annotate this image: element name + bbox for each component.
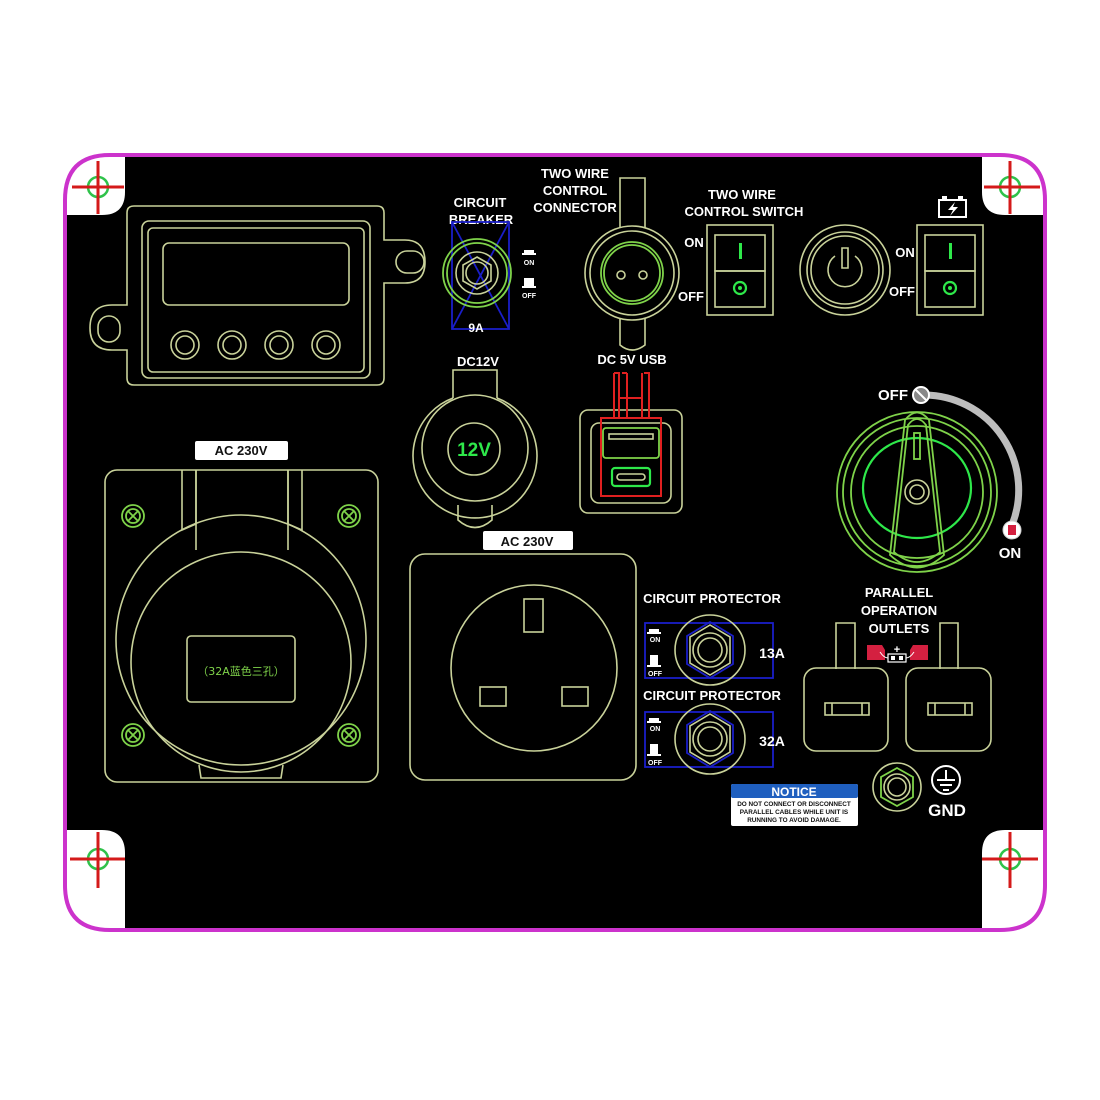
dc12v-socket[interactable]: DC12V 12V: [412, 354, 538, 529]
registration-mark-bl: [70, 832, 125, 888]
breaker-off-icon: [522, 278, 536, 288]
display-button-4[interactable]: [311, 330, 341, 360]
protector-2-rating: 32A: [759, 733, 785, 749]
circuit-breaker-title-1: CIRCUIT: [454, 195, 507, 210]
power-button[interactable]: [799, 224, 891, 316]
protector-1-on: ON: [650, 637, 661, 644]
engine-switch-arc: [924, 391, 1023, 527]
battery-charge-icon: [938, 196, 967, 218]
parallel-plus: +: [894, 644, 900, 656]
usb-c-port: [610, 466, 652, 488]
parallel-title-1: PARALLEL: [865, 585, 933, 600]
digital-display: [89, 205, 426, 386]
fuel-icon: [1002, 520, 1022, 540]
notice-line-3: RUNNING TO AVOID DAMAGE.: [747, 817, 841, 824]
display-button-1[interactable]: [170, 330, 200, 360]
notice-line-1: DO NOT CONNECT OR DISCONNECT: [737, 801, 851, 808]
circuit-breaker-title-2: BREAKER: [449, 212, 514, 227]
ac-left-inner-text: （32A蓝色三孔）: [197, 664, 285, 678]
protector-2-title: CIRCUIT PROTECTOR: [643, 688, 781, 703]
power-icon: [827, 247, 863, 288]
protector-2-off: OFF: [648, 760, 663, 767]
engine-off-label: OFF: [878, 387, 908, 404]
display-screen: [162, 242, 350, 306]
usb-ports[interactable]: DC 5V USB: [579, 352, 683, 514]
ac-left-tag: [195, 441, 288, 460]
ac-left-tag-text: AC 230V: [215, 443, 268, 458]
protector-1-title: CIRCUIT PROTECTOR: [643, 591, 781, 606]
two-wire-control-connector[interactable]: TWO WIRE CONTROL CONNECTOR: [533, 166, 680, 351]
screw-icon: [121, 723, 145, 747]
ac-center-tag-text: AC 230V: [501, 534, 554, 549]
switch-title-1: TWO WIRE: [708, 187, 776, 202]
screw-icon: [337, 504, 361, 528]
breaker-off-label: OFF: [522, 293, 537, 300]
circuit-protector-32a[interactable]: CIRCUIT PROTECTOR 32A ON OFF: [643, 688, 785, 775]
battery-on-label: ON: [895, 245, 915, 260]
battery-switch[interactable]: ON OFF: [889, 196, 984, 316]
engine-switch[interactable]: OFF ON: [836, 386, 1023, 573]
notice-label: NOTICE DO NOT CONNECT OR DISCONNECT PARA…: [731, 784, 858, 826]
circuit-breaker-rating: 9A: [468, 321, 484, 335]
screw-icon: [121, 504, 145, 528]
breaker-on-label: ON: [524, 260, 535, 267]
display-buttons: [170, 330, 341, 360]
display-button-2[interactable]: [217, 330, 247, 360]
usb-title: DC 5V USB: [597, 352, 666, 367]
connector-title-3: CONNECTOR: [533, 200, 617, 215]
battery-off-label: OFF: [889, 284, 915, 299]
two-wire-control-switch[interactable]: TWO WIRE CONTROL SWITCH ON OFF: [678, 187, 804, 316]
usb-a-port: [602, 427, 660, 459]
protector-1-off: OFF: [648, 671, 663, 678]
switch-off-label: OFF: [678, 289, 704, 304]
parallel-operation-outlets[interactable]: PARALLEL OPERATION OUTLETS +: [803, 585, 992, 752]
switch-title-2: CONTROL SWITCH: [685, 204, 804, 219]
circuit-protector-13a[interactable]: CIRCUIT PROTECTOR 13A ON OFF: [643, 591, 785, 686]
registration-mark-tr: [984, 161, 1040, 214]
ac-center-tag: [483, 531, 573, 550]
on-indicator-icon: [739, 243, 742, 259]
dc12v-title: DC12V: [457, 354, 499, 369]
notice-line-2: PARALLEL CABLES WHILE UNIT IS: [740, 809, 849, 816]
parallel-title-3: OUTLETS: [869, 621, 930, 636]
dc12v-socket-label: 12V: [457, 440, 491, 461]
screw-icon: [337, 723, 361, 747]
parallel-connector-icon: [867, 645, 928, 663]
circuit-breaker[interactable]: CIRCUIT BREAKER 9A ON OFF: [442, 195, 537, 335]
protector-2-on: ON: [650, 726, 661, 733]
breaker-on-icon: [522, 250, 536, 255]
registration-mark-tl: [72, 161, 124, 214]
engine-on-label: ON: [999, 545, 1022, 562]
display-button-3[interactable]: [264, 330, 294, 360]
registration-mark-br: [982, 832, 1038, 888]
protector-1-rating: 13A: [759, 645, 785, 661]
ac-230v-32a-socket[interactable]: AC 230V （32A蓝色三孔）: [104, 441, 379, 783]
ground-icon: [931, 765, 961, 795]
ground-terminal[interactable]: GND: [872, 762, 966, 820]
ground-label: GND: [928, 801, 966, 820]
no-fuel-icon: [912, 386, 930, 404]
connector-title-2: CONTROL: [543, 183, 607, 198]
ac-230v-uk-socket[interactable]: AC 230V: [409, 531, 637, 781]
notice-title: NOTICE: [771, 785, 816, 799]
switch-on-label: ON: [684, 235, 704, 250]
connector-title-1: TWO WIRE: [541, 166, 609, 181]
parallel-title-2: OPERATION: [861, 603, 937, 618]
